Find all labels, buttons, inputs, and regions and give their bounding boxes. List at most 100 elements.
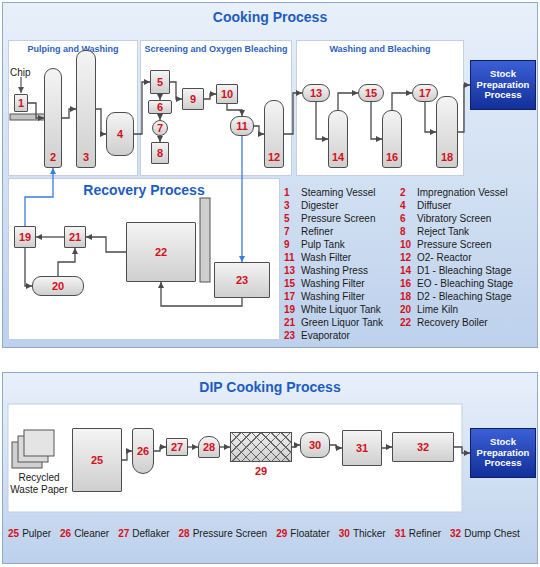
drum-unit: 20: [32, 276, 84, 296]
legend-number: 12: [400, 252, 411, 263]
panel-title: Screening and Oxygen Bleaching: [144, 44, 287, 54]
drum-unit: 4: [106, 112, 134, 156]
section-panel: Pulping and Washing1234: [8, 40, 138, 176]
flow-line: [159, 94, 160, 100]
node-label: 23: [236, 274, 248, 287]
equipment-unit: 19: [14, 226, 36, 248]
flow-line: [284, 93, 302, 134]
flow-line: [454, 447, 470, 453]
flow-line: [122, 451, 132, 460]
panel-title: Recovery Process: [83, 182, 204, 198]
legend-number: 28: [179, 528, 190, 540]
legend-number: 30: [339, 528, 350, 540]
vessel-unit: 16: [382, 110, 402, 168]
node-label: 18: [441, 151, 453, 164]
legend-name: Pressure Screen: [301, 213, 375, 224]
legend-number: 14: [400, 265, 411, 276]
paper-bale: [12, 442, 42, 468]
equipment-unit: 23: [214, 262, 270, 298]
equipment-unit: 5: [150, 70, 170, 94]
legend-name: Dump Chest: [464, 528, 520, 540]
node-label: 14: [332, 151, 344, 164]
section-panel: Recovery Process 19 20 21 22 23: [8, 178, 280, 340]
equipment-unit: 22: [126, 222, 196, 282]
legend-number: 31: [395, 528, 406, 540]
legend-name: Lime Kiln: [417, 304, 458, 315]
flow-line: [330, 445, 342, 448]
legend-number: 17: [284, 291, 295, 302]
flow-line: [58, 248, 75, 276]
legend-name: Reject Tank: [417, 226, 469, 237]
legend-number: 23: [284, 330, 295, 341]
flow-line: [25, 248, 32, 286]
vessel-unit: 3: [76, 50, 96, 168]
stock-prep-box: Stock Preparation Process: [470, 428, 536, 478]
flow-line: [62, 109, 76, 118]
legend-name: Steaming Vessel: [301, 187, 376, 198]
legend-name: D1 - Bleaching Stage: [417, 265, 512, 276]
flow-line: [159, 114, 160, 120]
label-holder: Recycled Waste Paper: [8, 472, 70, 496]
legend-number: 19: [284, 304, 295, 315]
equipment-unit: 21: [64, 226, 86, 248]
legend-name: White Liquor Tank: [301, 304, 381, 315]
node-label: 15: [365, 87, 377, 100]
legend-number: 10: [400, 239, 411, 250]
legend-number: 21: [284, 317, 295, 328]
node-label: 2: [50, 151, 56, 164]
label-holder: Impregnation Vessel: [417, 182, 508, 200]
screen-unit: 6: [148, 100, 172, 114]
node-label: 30: [309, 439, 321, 452]
flow-line: [25, 168, 53, 226]
node-label: 10: [221, 88, 233, 101]
equipment-unit: 10: [216, 84, 238, 104]
legend-name: Diffuser: [417, 200, 451, 211]
annotation: Chip: [10, 67, 31, 78]
node-label: 12: [268, 151, 280, 164]
flow-line: [254, 126, 264, 134]
legend-number: 1: [284, 187, 290, 198]
node-label: Stock Preparation Process: [473, 69, 533, 102]
flow-line: [154, 447, 166, 451]
chip-feed-line: [20, 77, 21, 93]
flow-line: [338, 93, 358, 110]
legend-name: Recovery Boiler: [417, 317, 488, 328]
vessel-unit: 2: [44, 68, 62, 168]
section-panel: Washing and Bleaching131415161718: [296, 40, 464, 176]
legend-number: 7: [284, 226, 290, 237]
drum-unit: 13: [302, 84, 330, 102]
legend-name: Deflaker: [132, 528, 169, 540]
legend-name: Pulp Tank: [301, 239, 345, 250]
label-holder: 1: [284, 182, 290, 200]
legend-number: 29: [276, 528, 287, 540]
legend-name: Washing Press: [301, 265, 368, 276]
legend-name: Digester: [301, 200, 338, 211]
legend-number: 4: [400, 200, 406, 211]
legend-name: Washing Filter: [301, 278, 365, 289]
node-label: 21: [69, 231, 81, 244]
legend-name: Thicker: [353, 528, 386, 540]
legend-name: Floatater: [290, 528, 329, 540]
legend-number: 6: [400, 213, 406, 224]
legend-number: 11: [284, 252, 295, 263]
flotation-unit: 29: [230, 432, 292, 462]
node-label: 7: [157, 122, 163, 135]
flow-line: [316, 102, 328, 139]
legend-name: Pressure Screen: [417, 239, 491, 250]
screw-conveyor: [10, 114, 46, 120]
node-label: 32: [417, 441, 429, 454]
drum-unit: 7: [152, 120, 168, 136]
boiler-stack: [200, 198, 210, 282]
flow-line: [392, 93, 412, 110]
label-holder: 2: [400, 182, 406, 200]
panel-title: Washing and Bleaching: [329, 44, 430, 54]
legend-number: 32: [450, 528, 461, 540]
flow-line: [227, 104, 242, 116]
legend-number: 8: [400, 226, 406, 237]
drum-unit: 30: [300, 432, 330, 458]
cleaner-unit: 26: [132, 428, 154, 474]
flow-line: [96, 109, 106, 134]
legend-name: Washing Filter: [301, 291, 365, 302]
legend-name: Impregnation Vessel: [417, 187, 508, 198]
legend-number: 2: [400, 187, 406, 198]
